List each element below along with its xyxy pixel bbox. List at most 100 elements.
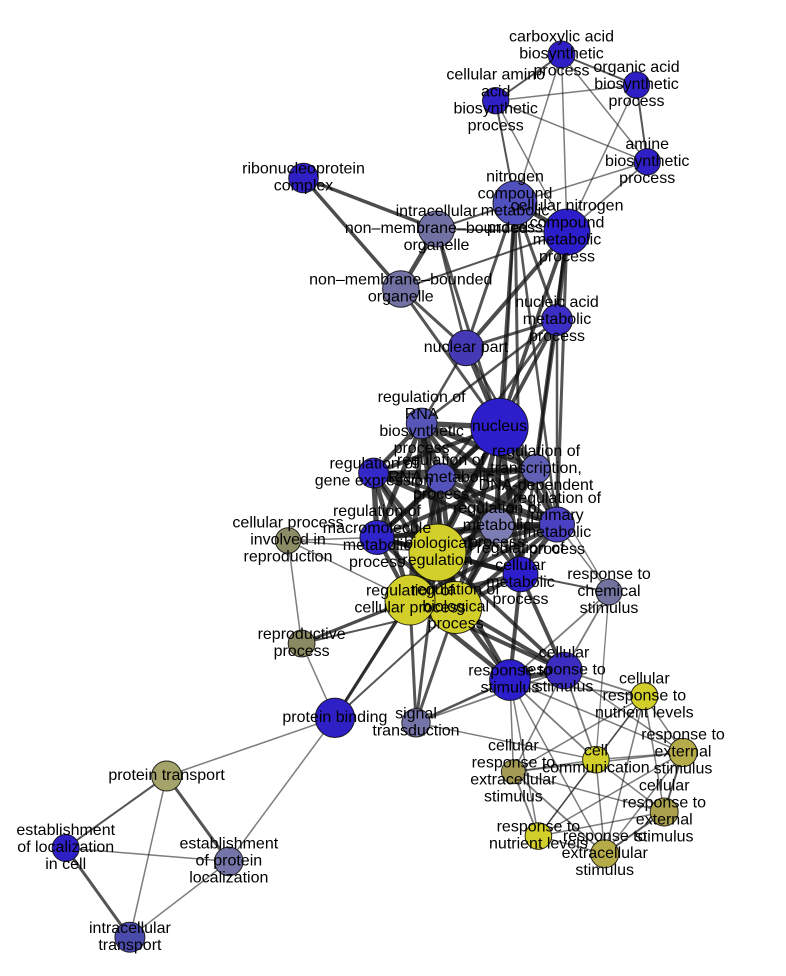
svg-text:organelle: organelle — [368, 289, 434, 306]
svg-text:cellular: cellular — [539, 645, 590, 662]
svg-text:transduction: transduction — [372, 722, 459, 739]
svg-text:RNA metabolic: RNA metabolic — [388, 469, 494, 486]
svg-text:transport: transport — [98, 937, 162, 954]
svg-text:biosynthetic: biosynthetic — [594, 76, 679, 93]
svg-text:process: process — [533, 63, 589, 80]
svg-text:process: process — [428, 616, 484, 633]
svg-text:metabolic: metabolic — [523, 311, 591, 328]
svg-text:metabolic: metabolic — [463, 517, 531, 534]
svg-text:nuclear part: nuclear part — [424, 339, 509, 356]
svg-text:process: process — [274, 643, 330, 660]
svg-text:stimulus: stimulus — [654, 761, 713, 778]
svg-text:external: external — [636, 812, 693, 829]
svg-text:protein binding: protein binding — [282, 709, 387, 726]
svg-text:cellular process: cellular process — [354, 600, 465, 617]
svg-text:process: process — [619, 170, 675, 187]
svg-text:external: external — [655, 744, 712, 761]
svg-text:regulation of: regulation of — [378, 389, 467, 406]
svg-text:process: process — [608, 93, 664, 110]
svg-text:stimulus: stimulus — [580, 600, 639, 617]
svg-text:DNA-dependent: DNA-dependent — [479, 477, 594, 494]
svg-text:non–membrane–bounded: non–membrane–bounded — [309, 272, 492, 289]
svg-text:biosynthetic: biosynthetic — [605, 153, 690, 170]
svg-text:response to: response to — [468, 663, 552, 680]
svg-text:regulation of: regulation of — [492, 443, 581, 460]
svg-text:biosynthetic: biosynthetic — [453, 100, 538, 117]
svg-text:metabolic: metabolic — [486, 574, 554, 591]
svg-text:metabolic: metabolic — [523, 524, 591, 541]
svg-text:process: process — [492, 591, 548, 608]
svg-text:establishment: establishment — [179, 836, 278, 853]
svg-text:acid: acid — [481, 83, 510, 100]
svg-text:reproduction: reproduction — [244, 549, 333, 566]
svg-text:macromolecule: macromolecule — [323, 520, 432, 537]
svg-text:nutrient levels: nutrient levels — [595, 704, 694, 721]
svg-text:regulation of: regulation of — [453, 500, 542, 517]
svg-text:response to: response to — [522, 662, 606, 679]
svg-text:stimulus: stimulus — [535, 679, 594, 696]
svg-text:ribonucleoprotein: ribonucleoprotein — [242, 161, 365, 178]
svg-text:cellular: cellular — [619, 670, 670, 687]
svg-text:transcription,: transcription, — [490, 460, 582, 477]
svg-text:complex: complex — [274, 178, 334, 195]
svg-text:nutrient levels: nutrient levels — [489, 836, 588, 853]
svg-text:cellular process: cellular process — [232, 515, 343, 532]
svg-text:primary: primary — [530, 507, 583, 524]
svg-text:cellular nitrogen: cellular nitrogen — [511, 198, 624, 215]
svg-text:of localization: of localization — [17, 839, 114, 856]
svg-text:regulation: regulation — [402, 552, 472, 569]
svg-text:regulation of: regulation of — [513, 490, 602, 507]
svg-text:metabolic: metabolic — [343, 537, 411, 554]
svg-text:compound: compound — [530, 215, 605, 232]
svg-text:metabolic: metabolic — [533, 232, 601, 249]
svg-text:process: process — [539, 249, 595, 266]
svg-text:localization: localization — [189, 870, 268, 887]
svg-text:nucleus: nucleus — [472, 418, 527, 435]
svg-text:cell: cell — [584, 742, 608, 759]
svg-text:process: process — [529, 328, 585, 345]
svg-text:intracellular: intracellular — [396, 203, 478, 220]
svg-text:process: process — [487, 220, 543, 237]
svg-text:regulation of: regulation of — [397, 452, 486, 469]
svg-text:regulation of: regulation of — [329, 456, 418, 473]
svg-text:in cell: in cell — [45, 856, 86, 873]
svg-text:amine: amine — [625, 136, 669, 153]
svg-text:metabolic: metabolic — [481, 203, 549, 220]
svg-text:response to: response to — [563, 828, 647, 845]
svg-text:process: process — [394, 440, 450, 457]
svg-text:reproductive: reproductive — [258, 626, 346, 643]
svg-text:signal: signal — [395, 705, 437, 722]
svg-text:cellular: cellular — [495, 557, 546, 574]
svg-text:nitrogen: nitrogen — [486, 169, 544, 186]
svg-text:stimulus: stimulus — [481, 680, 540, 697]
svg-text:biological: biological — [422, 599, 489, 616]
svg-text:extracellular: extracellular — [470, 771, 557, 788]
svg-text:nucleic acid: nucleic acid — [515, 294, 599, 311]
svg-text:response to: response to — [622, 795, 706, 812]
svg-text:cellular amino: cellular amino — [446, 66, 545, 83]
svg-text:biological: biological — [404, 535, 471, 552]
svg-text:response to: response to — [641, 727, 725, 744]
svg-text:biosynthetic: biosynthetic — [379, 423, 464, 440]
svg-text:process: process — [529, 541, 585, 558]
svg-text:response to: response to — [497, 819, 581, 836]
svg-text:regulation of: regulation of — [366, 583, 455, 600]
svg-text:establishment: establishment — [16, 822, 115, 839]
svg-text:process: process — [468, 117, 524, 134]
svg-text:stimulus: stimulus — [484, 788, 543, 805]
svg-text:response to: response to — [602, 687, 686, 704]
svg-text:biosynthetic: biosynthetic — [519, 46, 604, 63]
svg-text:extracellular: extracellular — [562, 845, 649, 862]
svg-text:involved in: involved in — [250, 532, 326, 549]
svg-text:organelle: organelle — [404, 237, 470, 254]
svg-text:regulation of: regulation of — [476, 540, 565, 557]
svg-text:compound: compound — [478, 186, 553, 203]
svg-text:of protein: of protein — [195, 853, 262, 870]
svg-text:process: process — [469, 534, 525, 551]
svg-text:response to: response to — [472, 754, 556, 771]
svg-text:communication: communication — [542, 759, 650, 776]
svg-text:regulation of: regulation of — [412, 582, 501, 599]
svg-text:non–membrane–bounded: non–membrane–bounded — [345, 220, 528, 237]
svg-text:gene expression: gene expression — [315, 473, 432, 490]
svg-text:cellular: cellular — [639, 778, 690, 795]
